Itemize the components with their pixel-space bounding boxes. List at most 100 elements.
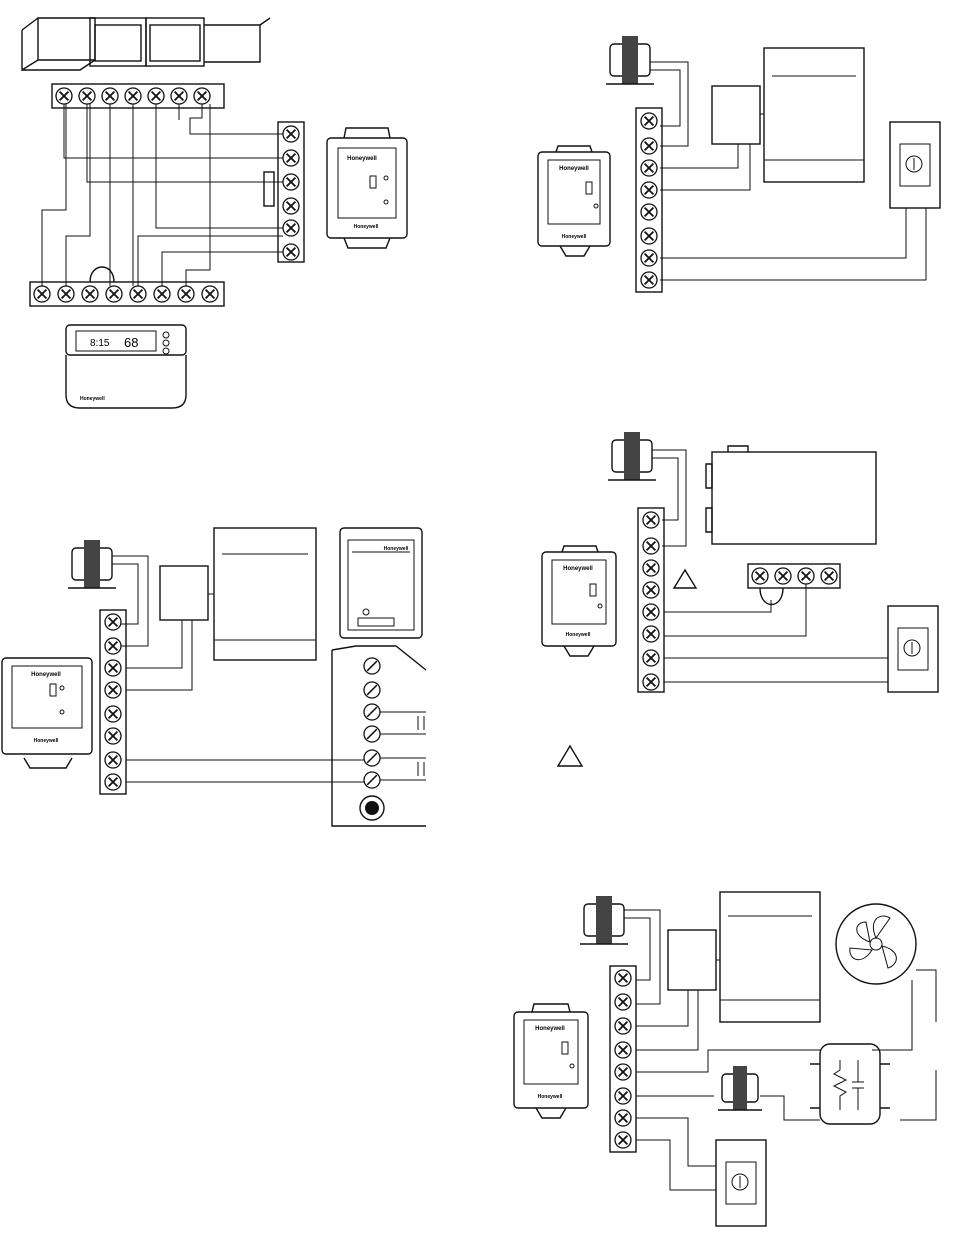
- control-module-4: Honeywell Honeywell: [541, 545, 617, 657]
- screw-terminal-icon: [640, 227, 658, 245]
- screw-terminal-icon: [104, 613, 122, 631]
- transformer-icon: [608, 432, 656, 481]
- terminal-strip-2: [635, 107, 663, 293]
- screw-terminal-icon: [640, 137, 658, 155]
- wall-thermostat: Honeywell: [339, 527, 423, 639]
- screw-terminal-icon: [153, 285, 171, 303]
- screw-terminal-icon: [640, 203, 658, 221]
- terminal-strip-bottom: [29, 266, 225, 307]
- terminal-strip-5: [609, 965, 637, 1153]
- screw-terminal-icon: [78, 87, 96, 105]
- screw-terminal-icon: [33, 285, 51, 303]
- screw-terminal-icon: [124, 87, 142, 105]
- terminal-strip-top: [51, 83, 225, 109]
- screw-terminal-icon: [104, 637, 122, 655]
- screw-terminal-icon: [640, 112, 658, 130]
- screw-terminal-icon: [642, 603, 660, 621]
- screw-terminal-icon: [774, 567, 792, 585]
- thermostat-temp: 68: [124, 335, 138, 350]
- thermostat-subbase: [331, 645, 427, 827]
- transformer-icon: [606, 36, 654, 85]
- screw-slot-icon: [363, 749, 381, 767]
- screw-terminal-icon: [101, 87, 119, 105]
- screw-terminal-icon: [282, 197, 300, 215]
- screw-terminal-icon: [614, 1063, 632, 1081]
- screw-terminal-icon: [640, 271, 658, 289]
- control-module-5: Honeywell Honeywell: [513, 1003, 589, 1119]
- brand-logo-6: Honeywell: [538, 1094, 563, 1100]
- screw-terminal-icon: [820, 567, 838, 585]
- diagram-fan-system: Honeywell Honeywell: [513, 891, 937, 1227]
- screw-slot-icon: [363, 657, 381, 675]
- humidistat-knob-icon: [889, 121, 941, 209]
- humidifier-3: [159, 527, 317, 661]
- screw-terminal-icon: [104, 727, 122, 745]
- screw-terminal-icon: [642, 537, 660, 555]
- terminal-block-4: [747, 563, 841, 605]
- screw-slot-icon: [363, 681, 381, 699]
- fan-icon: [835, 903, 917, 985]
- screw-terminal-icon: [282, 149, 300, 167]
- screw-terminal-icon: [640, 181, 658, 199]
- screw-terminal-icon: [751, 567, 769, 585]
- screw-terminal-icon: [282, 243, 300, 261]
- transformer-icon: [718, 1066, 762, 1111]
- screw-terminal-icon: [193, 87, 211, 105]
- screw-terminal-icon: [147, 87, 165, 105]
- humidifier-2: [711, 47, 865, 183]
- brand-label-5: Honeywell: [563, 566, 593, 572]
- brand-label-6: Honeywell: [535, 1026, 565, 1032]
- duct-damper: [21, 17, 271, 72]
- brand-logo-5: Honeywell: [566, 632, 591, 638]
- screw-terminal-icon: [614, 1131, 632, 1149]
- screw-terminal-icon: [104, 773, 122, 791]
- brand-label-2: Honeywell: [559, 166, 589, 172]
- triangle-note-icon: [672, 568, 698, 589]
- screw-terminal-icon: [201, 285, 219, 303]
- diagram-humidifier-1: Honeywell Honeywell: [537, 36, 941, 293]
- thermostat-logo: Honeywell: [80, 396, 105, 402]
- screw-terminal-icon: [104, 705, 122, 723]
- humidistat-knob-icon: [887, 605, 939, 693]
- screw-terminal-icon: [640, 249, 658, 267]
- transformer-icon: [68, 540, 116, 589]
- screw-terminal-icon: [614, 1041, 632, 1059]
- terminal-strip-4: [637, 507, 665, 693]
- screw-terminal-icon: [129, 285, 147, 303]
- screw-terminal-icon: [614, 993, 632, 1011]
- screw-terminal-icon: [614, 969, 632, 987]
- screw-terminal-icon: [282, 125, 300, 143]
- brand-logo-2: Honeywell: [562, 234, 587, 240]
- wiring-1: [41, 104, 283, 286]
- terminal-strip-right: [263, 121, 305, 263]
- screw-terminal-icon: [104, 681, 122, 699]
- screw-terminal-icon: [282, 219, 300, 237]
- relay-assembly: [810, 1043, 890, 1125]
- screw-terminal-icon: [55, 87, 73, 105]
- screw-terminal-icon: [170, 87, 188, 105]
- screw-terminal-icon: [642, 581, 660, 599]
- brand-logo: Honeywell: [354, 224, 379, 230]
- control-module-1: Honeywell Honeywell: [326, 127, 408, 249]
- diagram-zoned-system: Honeywell Honeywell 8:15 68 Honeywell: [21, 17, 408, 409]
- screw-terminal-icon: [797, 567, 815, 585]
- screw-terminal-icon: [642, 625, 660, 643]
- diagram-humidifier-3: Honeywell Honeywell: [541, 432, 939, 767]
- screw-slot-icon: [363, 725, 381, 743]
- control-module-2: Honeywell Honeywell: [537, 145, 611, 257]
- screw-terminal-icon: [642, 511, 660, 529]
- screw-terminal-icon: [81, 285, 99, 303]
- control-module-3: Honeywell Honeywell: [1, 657, 93, 769]
- screw-terminal-icon: [614, 1017, 632, 1035]
- screw-terminal-icon: [614, 1109, 632, 1127]
- thermostat: 8:15 68 Honeywell: [65, 324, 187, 409]
- thermostat-time: 8:15: [90, 338, 110, 349]
- transformer-icon: [580, 896, 628, 945]
- brand-label-3: Honeywell: [31, 672, 61, 678]
- screw-terminal-icon: [642, 559, 660, 577]
- furnace-box: [705, 445, 877, 545]
- triangle-note-icon: [556, 744, 584, 767]
- terminal-strip-3: [99, 609, 127, 795]
